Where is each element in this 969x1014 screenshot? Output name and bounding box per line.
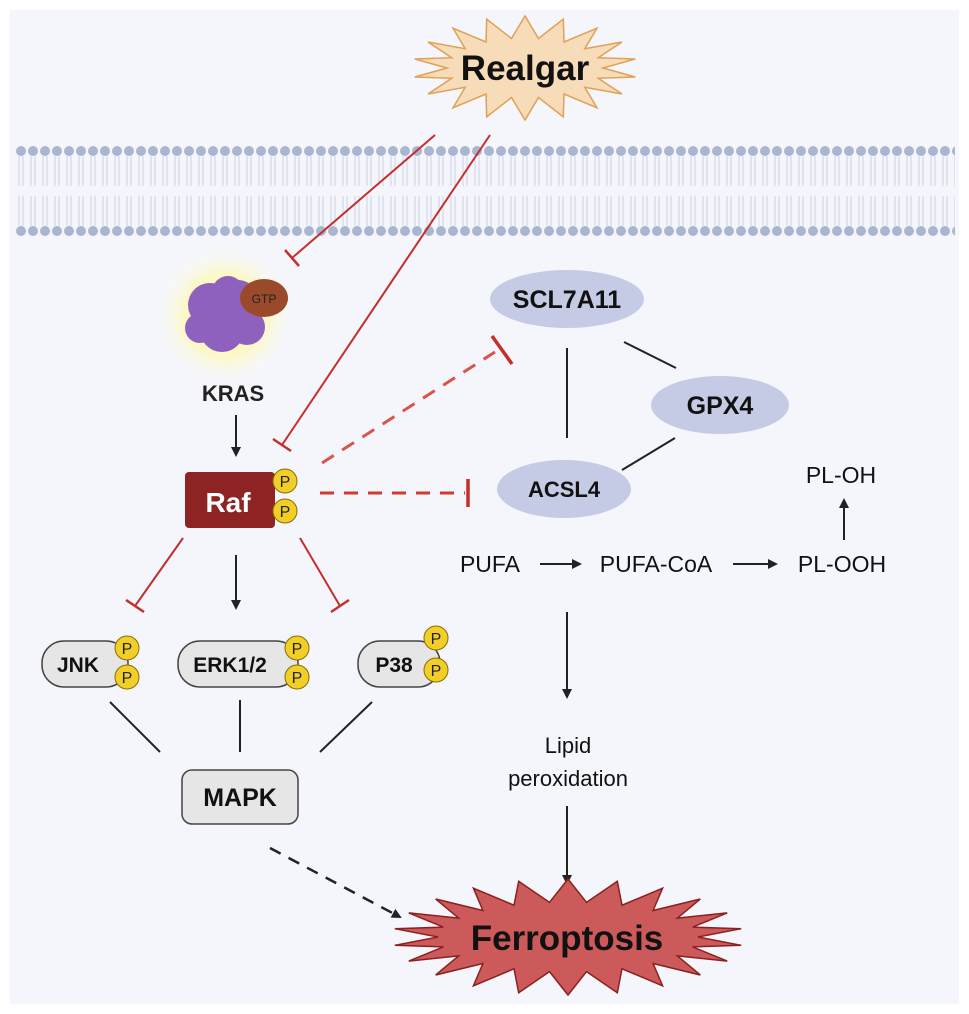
lipid-label: Lipid <box>545 733 591 758</box>
raf-label: Raf <box>205 487 251 518</box>
lipid-peroxidation-node: Lipid peroxidation <box>508 733 628 791</box>
raf-downstream-links <box>125 537 350 614</box>
lipid-chain: PUFA PUFA-CoA PL-OOH PL-OH <box>460 462 886 577</box>
raf-slc7a11-dashed-line <box>321 350 496 465</box>
p38-mapk-line <box>319 701 373 753</box>
realgar-raf-inhibit-line <box>281 134 491 446</box>
ellipse-links <box>566 341 677 471</box>
raf-node: Raf P P <box>185 468 298 528</box>
jnk-label: JNK <box>57 654 99 677</box>
pl-oh-label: PL-OH <box>806 462 876 488</box>
raf-phospho-label-1: P <box>280 474 291 491</box>
jnk-phospho-icon: P P <box>114 635 140 690</box>
mapk-label: MAPK <box>203 784 277 812</box>
acsl4-ellipse <box>497 460 631 518</box>
kras-protein-icon <box>185 276 265 352</box>
raf-dashed-inhibitions <box>320 334 514 507</box>
acsl4-label: ACSL4 <box>528 477 601 502</box>
p38-phospho-label-2: P <box>431 663 442 680</box>
mapk-links <box>109 700 373 753</box>
gpx4-node: GPX4 <box>651 376 789 434</box>
erk-label: ERK1/2 <box>193 654 267 677</box>
jnk-box <box>41 640 129 688</box>
gtp-label: GTP <box>252 292 277 306</box>
pl-ooh-label: PL-OOH <box>798 551 886 577</box>
ferroptosis-node: Ferroptosis <box>394 877 742 997</box>
gtp-icon <box>240 279 288 317</box>
ferroptosis-starburst-shape <box>394 877 742 997</box>
mapk-node: MAPK <box>181 769 299 825</box>
erk-phospho-label-1: P <box>292 641 303 658</box>
realgar-node: Realgar <box>414 14 636 122</box>
raf-jnk-inhibit-bar <box>125 598 145 614</box>
gpx4-ellipse <box>651 376 789 434</box>
acsl4-node: ACSL4 <box>497 460 631 518</box>
slc7a11-node: SCL7A11 <box>490 270 644 328</box>
realgar-kras-inhibit-line <box>291 134 436 259</box>
realgar-starburst-shape <box>414 14 636 122</box>
ferroptosis-label: Ferroptosis <box>471 919 664 958</box>
raf-p38-inhibit-line <box>299 537 341 607</box>
raf-jnk-inhibit-line <box>134 537 184 607</box>
raf-p38-inhibit-bar <box>330 598 350 614</box>
slc7a11-ellipse <box>490 270 644 328</box>
jnk-mapk-line <box>109 701 161 753</box>
realgar-inhibitions <box>272 134 491 453</box>
slc7a11-gpx4-line <box>623 341 677 369</box>
jnk-phospho-label-2: P <box>122 670 133 687</box>
erk-node: ERK1/2 P P <box>177 635 310 690</box>
cell-membrane <box>15 146 955 236</box>
p38-phospho-icon: P P <box>423 625 449 683</box>
realgar-kras-inhibit-bar <box>284 249 300 267</box>
erk-box <box>177 640 299 688</box>
kras-label: KRAS <box>202 381 264 406</box>
jnk-node: JNK P P <box>41 635 140 690</box>
jnk-phospho-label-1: P <box>122 641 133 658</box>
p38-label: P38 <box>375 654 413 677</box>
raf-phospho-icon: P P <box>272 468 298 524</box>
gpx4-acsl4-line <box>621 437 676 471</box>
realgar-label: Realgar <box>461 49 590 88</box>
raf-slc7a11-inhibit-bar <box>490 334 514 366</box>
peroxidation-label: peroxidation <box>508 766 628 791</box>
raf-phospho-label-2: P <box>280 504 291 521</box>
realgar-raf-inhibit-bar <box>272 437 292 453</box>
slc7a11-label: SCL7A11 <box>513 286 621 314</box>
p38-phospho-label-1: P <box>431 631 442 648</box>
pufa-coa-label: PUFA-CoA <box>600 551 713 577</box>
raf-box <box>185 472 275 528</box>
gpx4-label: GPX4 <box>687 392 754 420</box>
mapk-box <box>181 769 299 825</box>
kras-node: GTP KRAS <box>155 245 295 406</box>
mapk-ferroptosis-dashed-arrow <box>269 846 402 919</box>
lipid-bilayer-icon <box>15 146 955 236</box>
pufa-label: PUFA <box>460 551 521 577</box>
erk-phospho-label-2: P <box>292 670 303 687</box>
p38-node: P38 P P <box>357 625 449 688</box>
erk-phospho-icon: P P <box>284 635 310 690</box>
